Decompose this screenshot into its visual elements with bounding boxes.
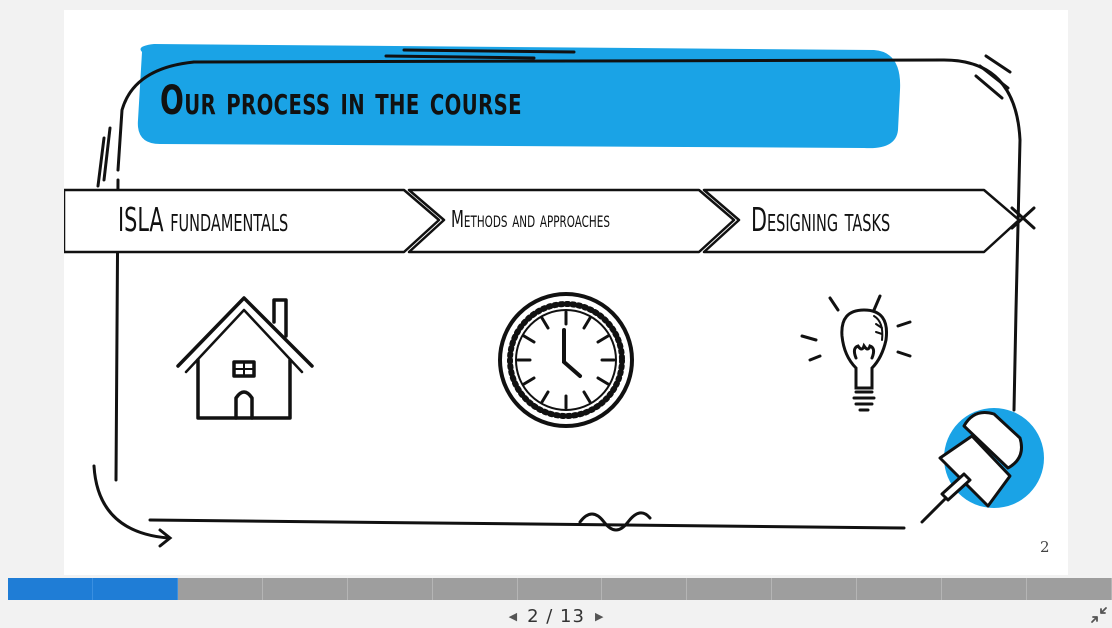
progress-segment[interactable]: [942, 578, 1028, 600]
hand-drawn-frame: [92, 48, 1036, 548]
progress-segment[interactable]: [178, 578, 263, 600]
page-indicator: 2 / 13: [527, 605, 585, 627]
process-step-3-label: Designing tasks: [751, 200, 891, 239]
process-step-3-shape: [702, 188, 1021, 254]
slide: Our process in the course ISLA fundament…: [64, 10, 1068, 575]
progress-segment[interactable]: [857, 578, 943, 600]
slide-artwork: [64, 44, 1044, 548]
process-step-2-shape: [407, 188, 736, 254]
process-step-1-shape: [64, 188, 441, 254]
progress-segment[interactable]: [772, 578, 858, 600]
caret-right-icon[interactable]: ▶: [594, 609, 604, 623]
progress-segment[interactable]: [92, 578, 178, 600]
slide-title: Our process in the course: [160, 78, 522, 124]
slide-progress-bar[interactable]: [8, 578, 1112, 600]
progress-segment[interactable]: [348, 578, 433, 600]
slide-page-number: 2: [1040, 538, 1050, 556]
progress-segment[interactable]: [518, 578, 603, 600]
process-step-2-label: Methods and approaches: [451, 207, 610, 233]
progress-segment[interactable]: [602, 578, 688, 600]
caret-left-icon[interactable]: ◀: [508, 609, 518, 623]
house-icon: [176, 296, 314, 420]
lightbulb-icon: [800, 294, 912, 412]
process-step-1-label: ISLA fundamentals: [118, 200, 289, 239]
title-banner: [137, 44, 901, 149]
exit-fullscreen-glyph: [1091, 607, 1107, 623]
progress-segment[interactable]: [263, 578, 348, 600]
pushpin-icon: [920, 408, 1044, 524]
clock-icon: [498, 292, 634, 428]
progress-segment[interactable]: [433, 578, 518, 600]
exit-fullscreen-icon[interactable]: [1088, 604, 1110, 626]
progress-segment[interactable]: [1027, 578, 1112, 600]
progress-segment[interactable]: [687, 578, 773, 600]
progress-segment[interactable]: [8, 578, 93, 600]
slide-navigation: ◀ 2 / 13 ▶: [0, 604, 1112, 628]
